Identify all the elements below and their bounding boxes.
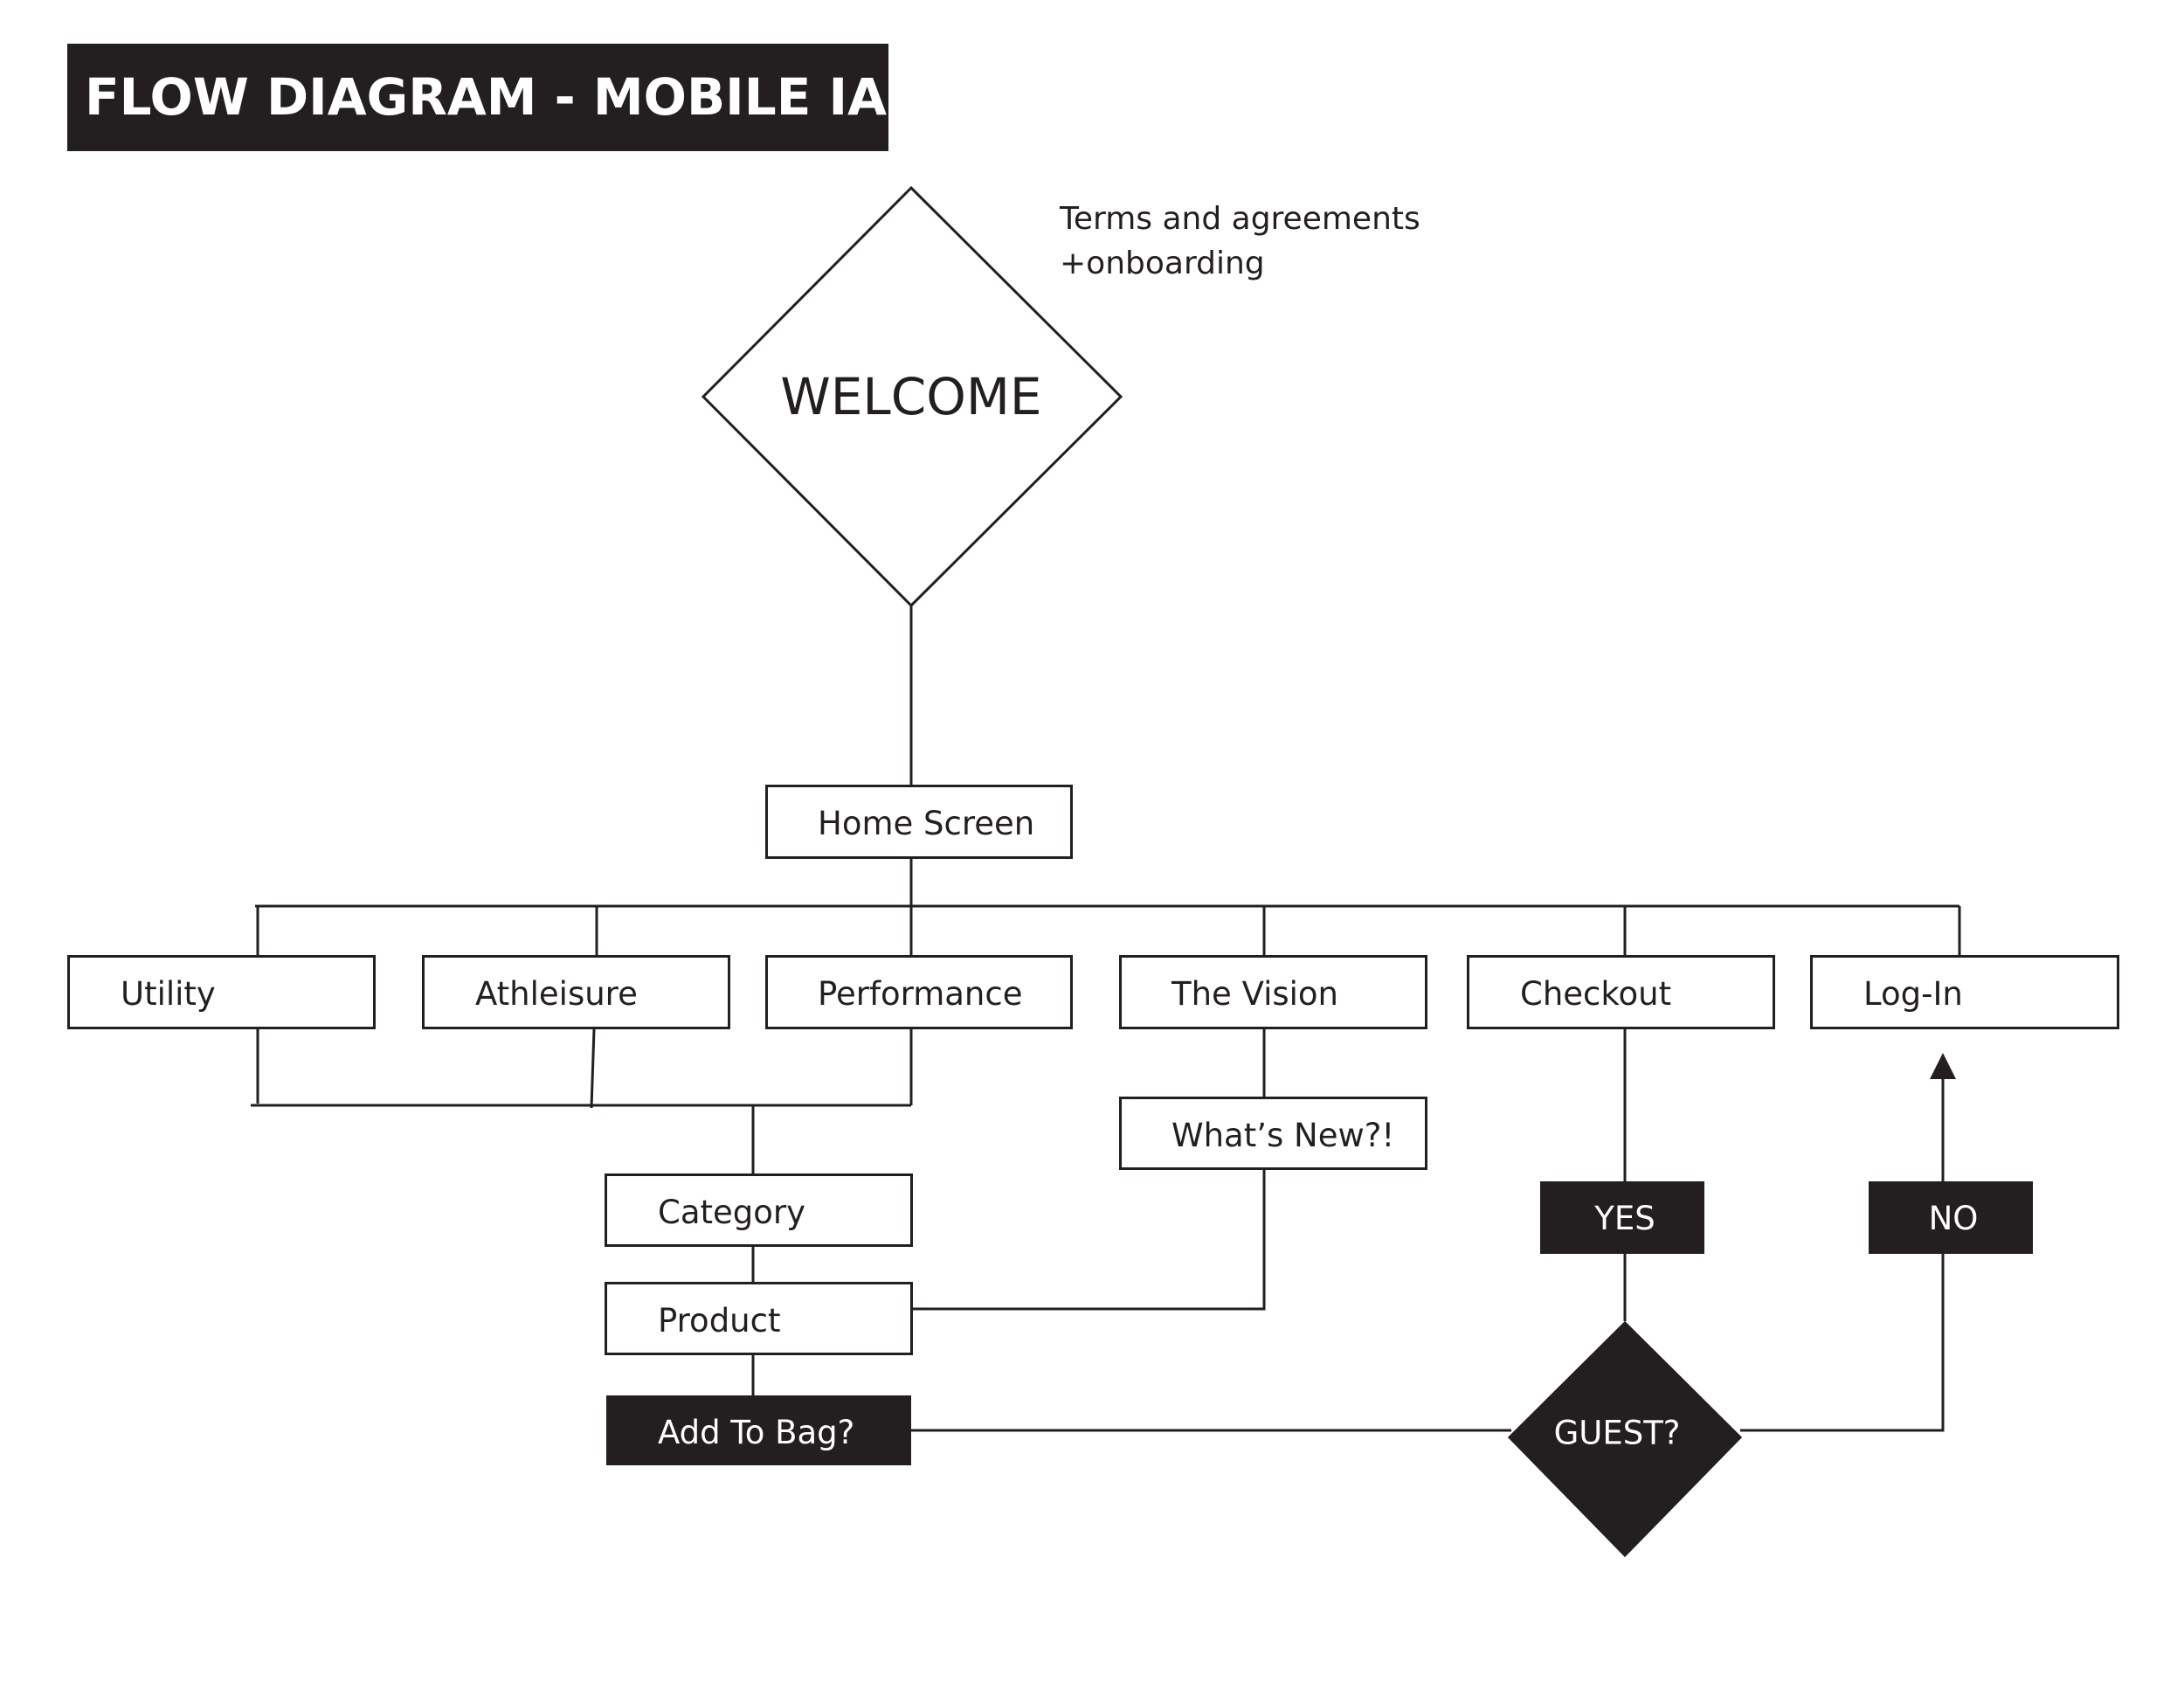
yes-label: YES xyxy=(1594,1200,1655,1237)
home-screen-label: Home Screen xyxy=(818,805,1035,842)
welcome-diamond xyxy=(701,185,1123,608)
performance-label: Performance xyxy=(818,975,1023,1013)
log-in-label: Log-In xyxy=(1863,975,1963,1013)
welcome-label: WELCOME xyxy=(780,367,1042,426)
the-vision-label: The Vision xyxy=(1171,975,1338,1013)
whats-new-label: What’s New?! xyxy=(1171,1117,1395,1154)
note-line-2: +onboarding xyxy=(1060,246,1265,281)
performance-node: Performance xyxy=(765,955,1073,1029)
athleisure-label: Athleisure xyxy=(475,975,638,1013)
guest-diamond xyxy=(1507,1320,1743,1558)
no-node: NO xyxy=(1869,1181,2033,1254)
note-line-1: Terms and agreements xyxy=(1060,201,1420,237)
log-in-node: Log-In xyxy=(1810,955,2119,1029)
checkout-node: Checkout xyxy=(1467,955,1775,1029)
category-label: Category xyxy=(658,1194,806,1231)
connector-whatsnew-product xyxy=(913,1170,1266,1311)
category-node: Category xyxy=(605,1173,913,1247)
arrow-up-icon xyxy=(1930,1053,1956,1079)
connector-athleisure-down xyxy=(590,1028,596,1109)
diagram-title: FLOW DIAGRAM - MOBILE IA xyxy=(85,67,887,127)
add-to-bag-node: Add To Bag? xyxy=(606,1395,911,1465)
checkout-label: Checkout xyxy=(1520,975,1672,1013)
utility-label: Utility xyxy=(121,975,216,1013)
title-bar: FLOW DIAGRAM - MOBILE IA xyxy=(67,44,888,151)
add-to-bag-label: Add To Bag? xyxy=(658,1414,855,1451)
utility-node: Utility xyxy=(67,955,376,1029)
whats-new-node: What’s New?! xyxy=(1119,1097,1427,1170)
guest-label: GUEST? xyxy=(1553,1414,1681,1452)
the-vision-node: The Vision xyxy=(1119,955,1427,1029)
product-node: Product xyxy=(605,1282,913,1355)
product-label: Product xyxy=(658,1302,781,1339)
connector-guest-no xyxy=(1740,1254,1945,1432)
athleisure-node: Athleisure xyxy=(422,955,730,1029)
yes-node: YES xyxy=(1540,1181,1704,1254)
no-label: NO xyxy=(1928,1200,1979,1237)
onboarding-note: Terms and agreements +onboarding xyxy=(1060,197,1420,286)
home-screen-node: Home Screen xyxy=(765,785,1073,859)
